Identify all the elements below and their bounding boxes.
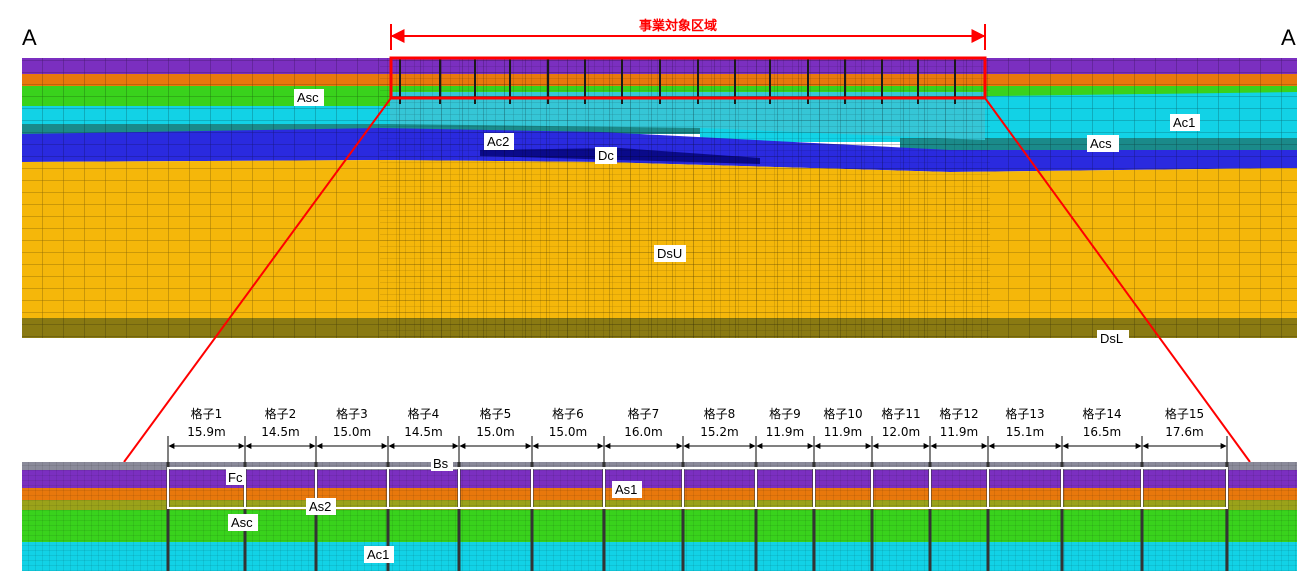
top-cross-section	[22, 58, 1297, 338]
section-marker-left: A	[22, 25, 37, 50]
grid-name-label: 格子2	[265, 406, 297, 421]
grid-name-label: 格子3	[336, 406, 368, 421]
grid-name-label: 格子4	[408, 406, 440, 421]
grid-width-label: 11.9m	[824, 425, 862, 439]
grid-name-label: 格子10	[823, 406, 862, 421]
grid-name-label: 格子5	[480, 406, 512, 421]
label-bs: Bs	[433, 456, 449, 471]
label-ac1-top: Ac1	[1173, 115, 1195, 130]
label-ac1-detail: Ac1	[367, 547, 389, 562]
project-area-box	[389, 56, 987, 100]
detail-soil-labels: Fc Bs As1 As2 Asc Ac1	[226, 455, 642, 563]
label-ac2: Ac2	[487, 134, 509, 149]
pile-columns	[399, 58, 956, 104]
label-dsu: DsU	[657, 246, 682, 261]
dimension-ticks	[167, 436, 1228, 462]
grid-name-label: 格子15	[1165, 406, 1204, 421]
grid-name-label: 格子11	[881, 406, 920, 421]
grid-name-label: 格子14	[1082, 406, 1121, 421]
grid-width-label: 15.1m	[1006, 425, 1044, 439]
detail-section	[22, 462, 1297, 571]
label-asc-detail: Asc	[231, 515, 253, 530]
label-fc: Fc	[228, 470, 243, 485]
label-as1: As1	[615, 482, 637, 497]
zoom-line-right	[984, 97, 1251, 463]
grid-width-label: 15.0m	[476, 425, 514, 439]
grid-dimensions: 格子1 15.9m 格子2 14.5m 格子3 15.0m 格子4 14.5m 格子5 15.0m…	[168, 406, 1227, 449]
grid-width-label: 17.6m	[1165, 425, 1203, 439]
grid-name-label: 格子8	[704, 406, 736, 421]
label-asc-top: Asc	[297, 90, 319, 105]
project-area-label: 事業対象区域	[639, 18, 717, 34]
section-marker-right: A	[1281, 25, 1296, 50]
grid-name-label: 格子9	[769, 406, 801, 421]
grid-name-label: 格子1	[191, 406, 223, 421]
grid-width-label: 15.9m	[187, 425, 225, 439]
grid-width-label: 12.0m	[882, 425, 920, 439]
top-soil-labels: Asc Ac2 Dc Ac1 Acs DsU DsL	[294, 89, 1200, 347]
label-as2: As2	[309, 499, 331, 514]
grid-width-label: 14.5m	[261, 425, 299, 439]
grid-name-label: 格子12	[939, 406, 978, 421]
grid-width-label: 16.5m	[1083, 425, 1121, 439]
grid-width-label: 14.5m	[404, 425, 442, 439]
grid-width-label: 15.2m	[700, 425, 738, 439]
label-dsl: DsL	[1100, 331, 1123, 346]
label-acs: Acs	[1090, 136, 1112, 151]
grid-name-label: 格子13	[1005, 406, 1044, 421]
grid-width-label: 11.9m	[940, 425, 978, 439]
grid-width-label: 15.0m	[549, 425, 587, 439]
grid-width-label: 16.0m	[624, 425, 662, 439]
grid-name-label: 格子6	[552, 406, 584, 421]
grid-width-label: 11.9m	[766, 425, 804, 439]
grid-name-label: 格子7	[628, 406, 660, 421]
zoom-line-left	[123, 97, 392, 463]
grid-width-label: 15.0m	[333, 425, 371, 439]
label-dc: Dc	[598, 148, 614, 163]
